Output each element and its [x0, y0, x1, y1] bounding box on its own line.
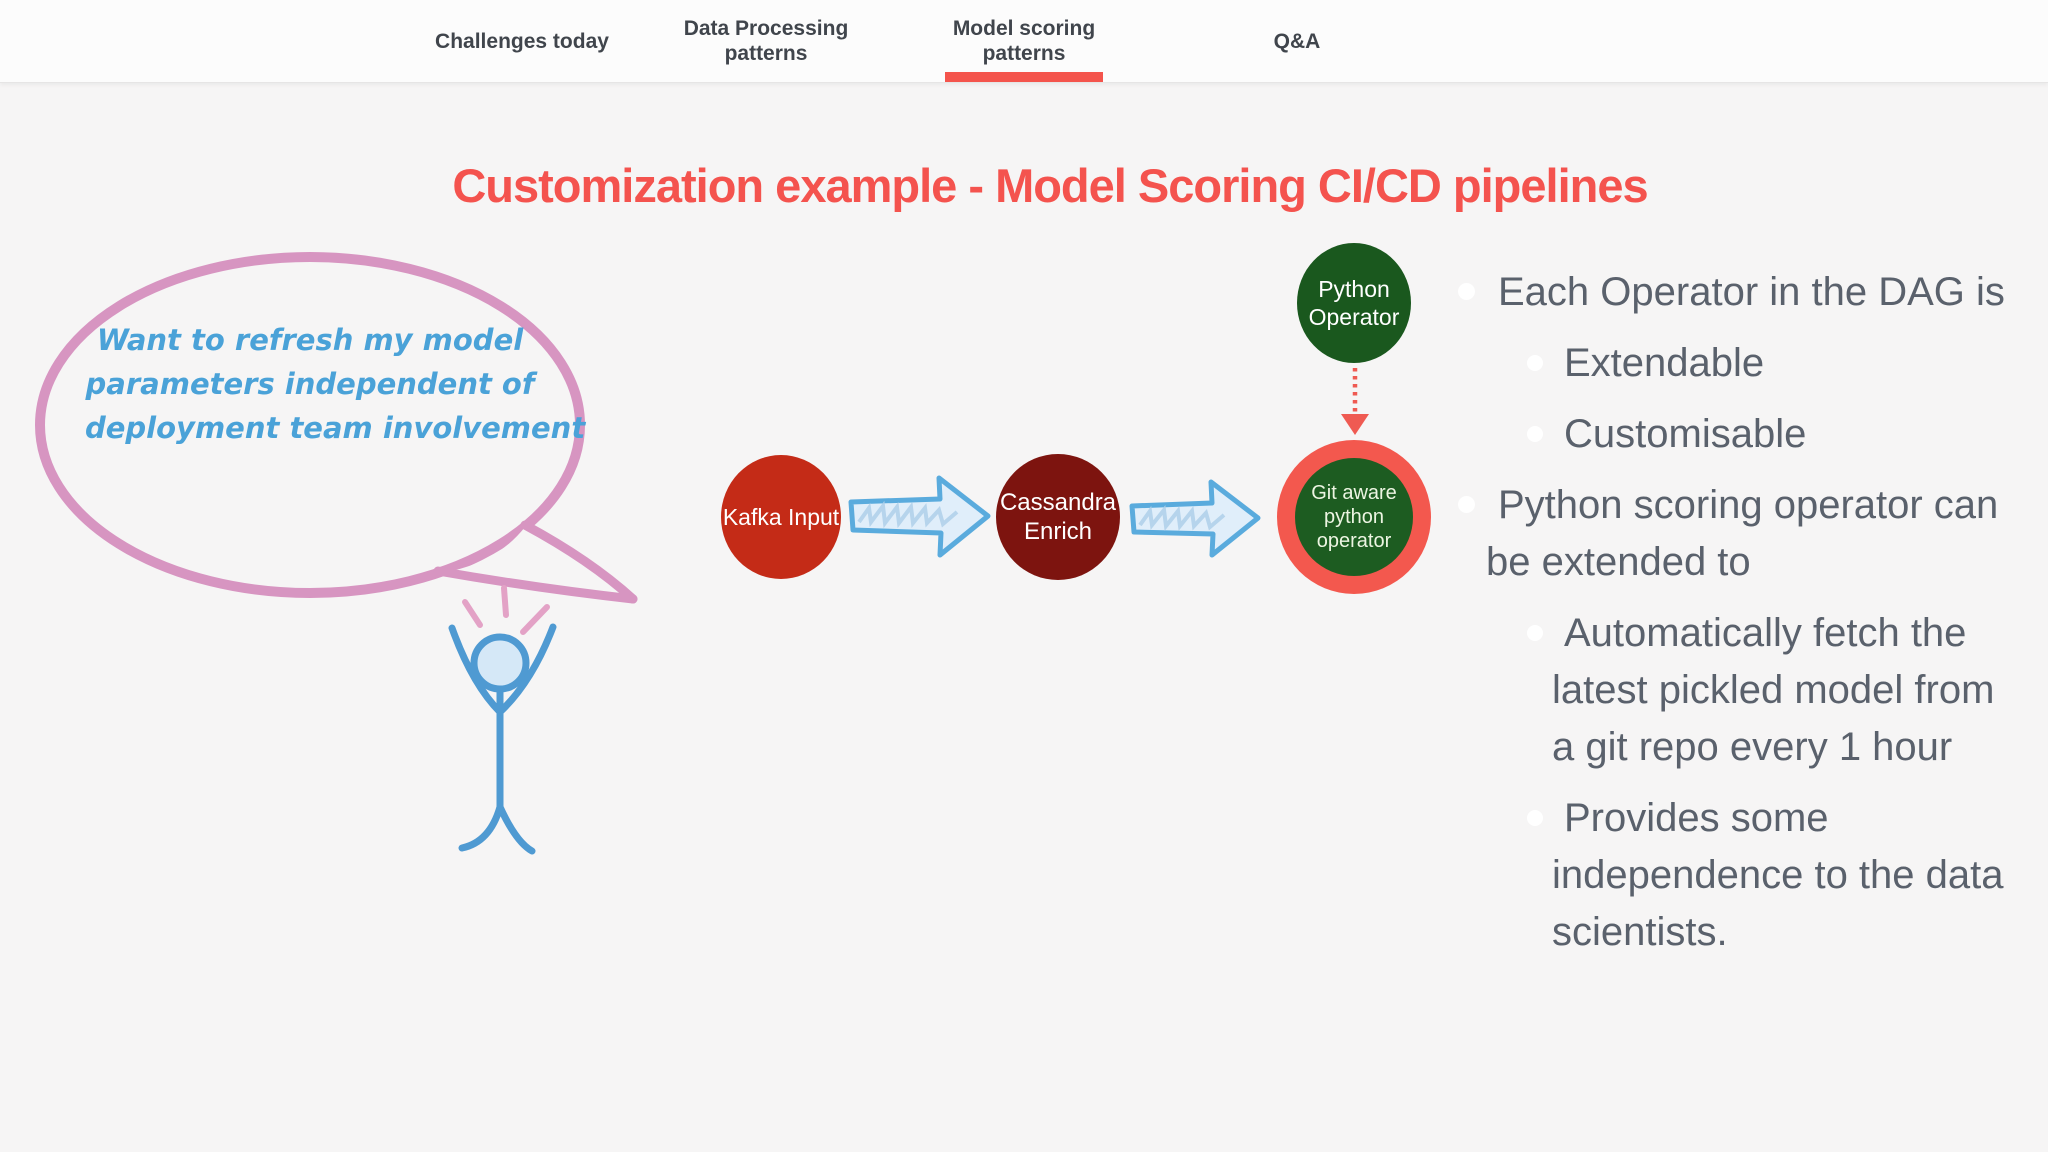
list-item: Each Operator in the DAG is Extendable C… [1448, 264, 2026, 463]
stick-figure [448, 585, 557, 855]
node-label: Git aware [1311, 482, 1397, 504]
list-item: Python scoring operator can be extended … [1448, 477, 2016, 961]
tab-challenges-today[interactable]: Challenges today [435, 0, 609, 82]
speech-bubble [35, 252, 638, 604]
tab-label: Q&A [1273, 29, 1321, 53]
node-label: Python [1318, 276, 1390, 302]
list-item: Extendable [1518, 335, 2026, 392]
node-label: Cassandra [999, 489, 1117, 516]
bullet-list: Each Operator in the DAG is Extendable C… [1448, 264, 2026, 961]
list-item: Customisable [1518, 406, 2026, 463]
dag-node-python-operator: Python Operator [1297, 243, 1411, 363]
tab-qa[interactable]: Q&A [1274, 0, 1321, 82]
tab-label: Data Processing patterns [683, 17, 849, 65]
list-item-text: Extendable [1564, 341, 1765, 385]
node-label: python [1323, 506, 1385, 528]
dag-node-kafka-input: Kafka Input [721, 455, 841, 579]
node-label: Operator [1308, 304, 1400, 330]
tab-data-processing-patterns[interactable]: Data Processing patterns [680, 0, 852, 82]
speech-bubble-line: Want to refresh my model [96, 323, 524, 357]
list-item-text: Provides some independence to the data s… [1552, 796, 2004, 954]
dag-node-git-operator-ring: Git aware python operator [1277, 440, 1431, 594]
arrow-python-operator-to-git-operator [1341, 368, 1369, 435]
dag-node-git-aware-python-operator: Git aware python operator [1295, 458, 1413, 576]
speech-bubble-text: Want to refresh my model parameters inde… [85, 318, 586, 450]
active-tab-indicator [945, 72, 1103, 82]
nav-bar: Challenges today Data Processing pattern… [0, 0, 2048, 83]
arrow-cassandra-to-git-operator [1129, 479, 1261, 558]
list-item: Automatically fetch the latest pickled m… [1518, 605, 2016, 776]
excitement-dashes [462, 585, 550, 635]
tab-model-scoring-patterns[interactable]: Model scoring patterns [938, 0, 1110, 82]
page-title: Customization example - Model Scoring CI… [452, 159, 1648, 212]
list-item-text: Automatically fetch the latest pickled m… [1552, 611, 1995, 769]
speech-bubble-line: parameters independent of [85, 367, 535, 401]
speech-bubble-line: deployment team involvement [85, 411, 586, 445]
arrow-kafka-to-cassandra [848, 475, 991, 558]
node-label: operator [1316, 530, 1392, 552]
list-item: Provides some independence to the data s… [1518, 790, 2016, 961]
list-item-text: Each Operator in the DAG is [1498, 270, 2005, 314]
node-label: Enrich [1023, 518, 1093, 545]
tab-label: Challenges today [435, 29, 609, 53]
node-label: Kafka Input [722, 503, 840, 530]
list-item-text: Customisable [1564, 412, 1807, 456]
list-item-text: Python scoring operator can be extended … [1486, 483, 1999, 584]
dag-node-cassandra-enrich: Cassandra Enrich [996, 454, 1120, 580]
tab-label: Model scoring patterns [952, 17, 1096, 65]
